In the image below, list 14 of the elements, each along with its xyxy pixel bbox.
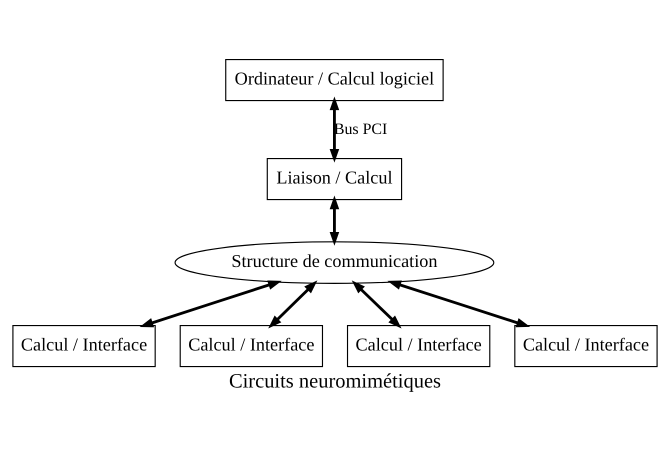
arrow xyxy=(387,280,530,327)
node-box: Ordinateur / Calcul logiciel xyxy=(225,58,444,101)
arrow xyxy=(268,280,318,328)
node-box: Calcul / Interface xyxy=(180,324,324,367)
node-ellipse: Structure de communication xyxy=(174,240,494,284)
node-box: Calcul / Interface xyxy=(514,324,658,367)
node-box: Calcul / Interface xyxy=(12,324,156,367)
node-box: Calcul / Interface xyxy=(346,324,490,367)
arrow xyxy=(352,280,402,328)
caption: Circuits neuromimétiques xyxy=(228,370,442,392)
arrow xyxy=(140,280,282,327)
node-box: Liaison / Calcul xyxy=(266,158,402,200)
arrow xyxy=(330,195,340,246)
arrow xyxy=(330,96,340,162)
